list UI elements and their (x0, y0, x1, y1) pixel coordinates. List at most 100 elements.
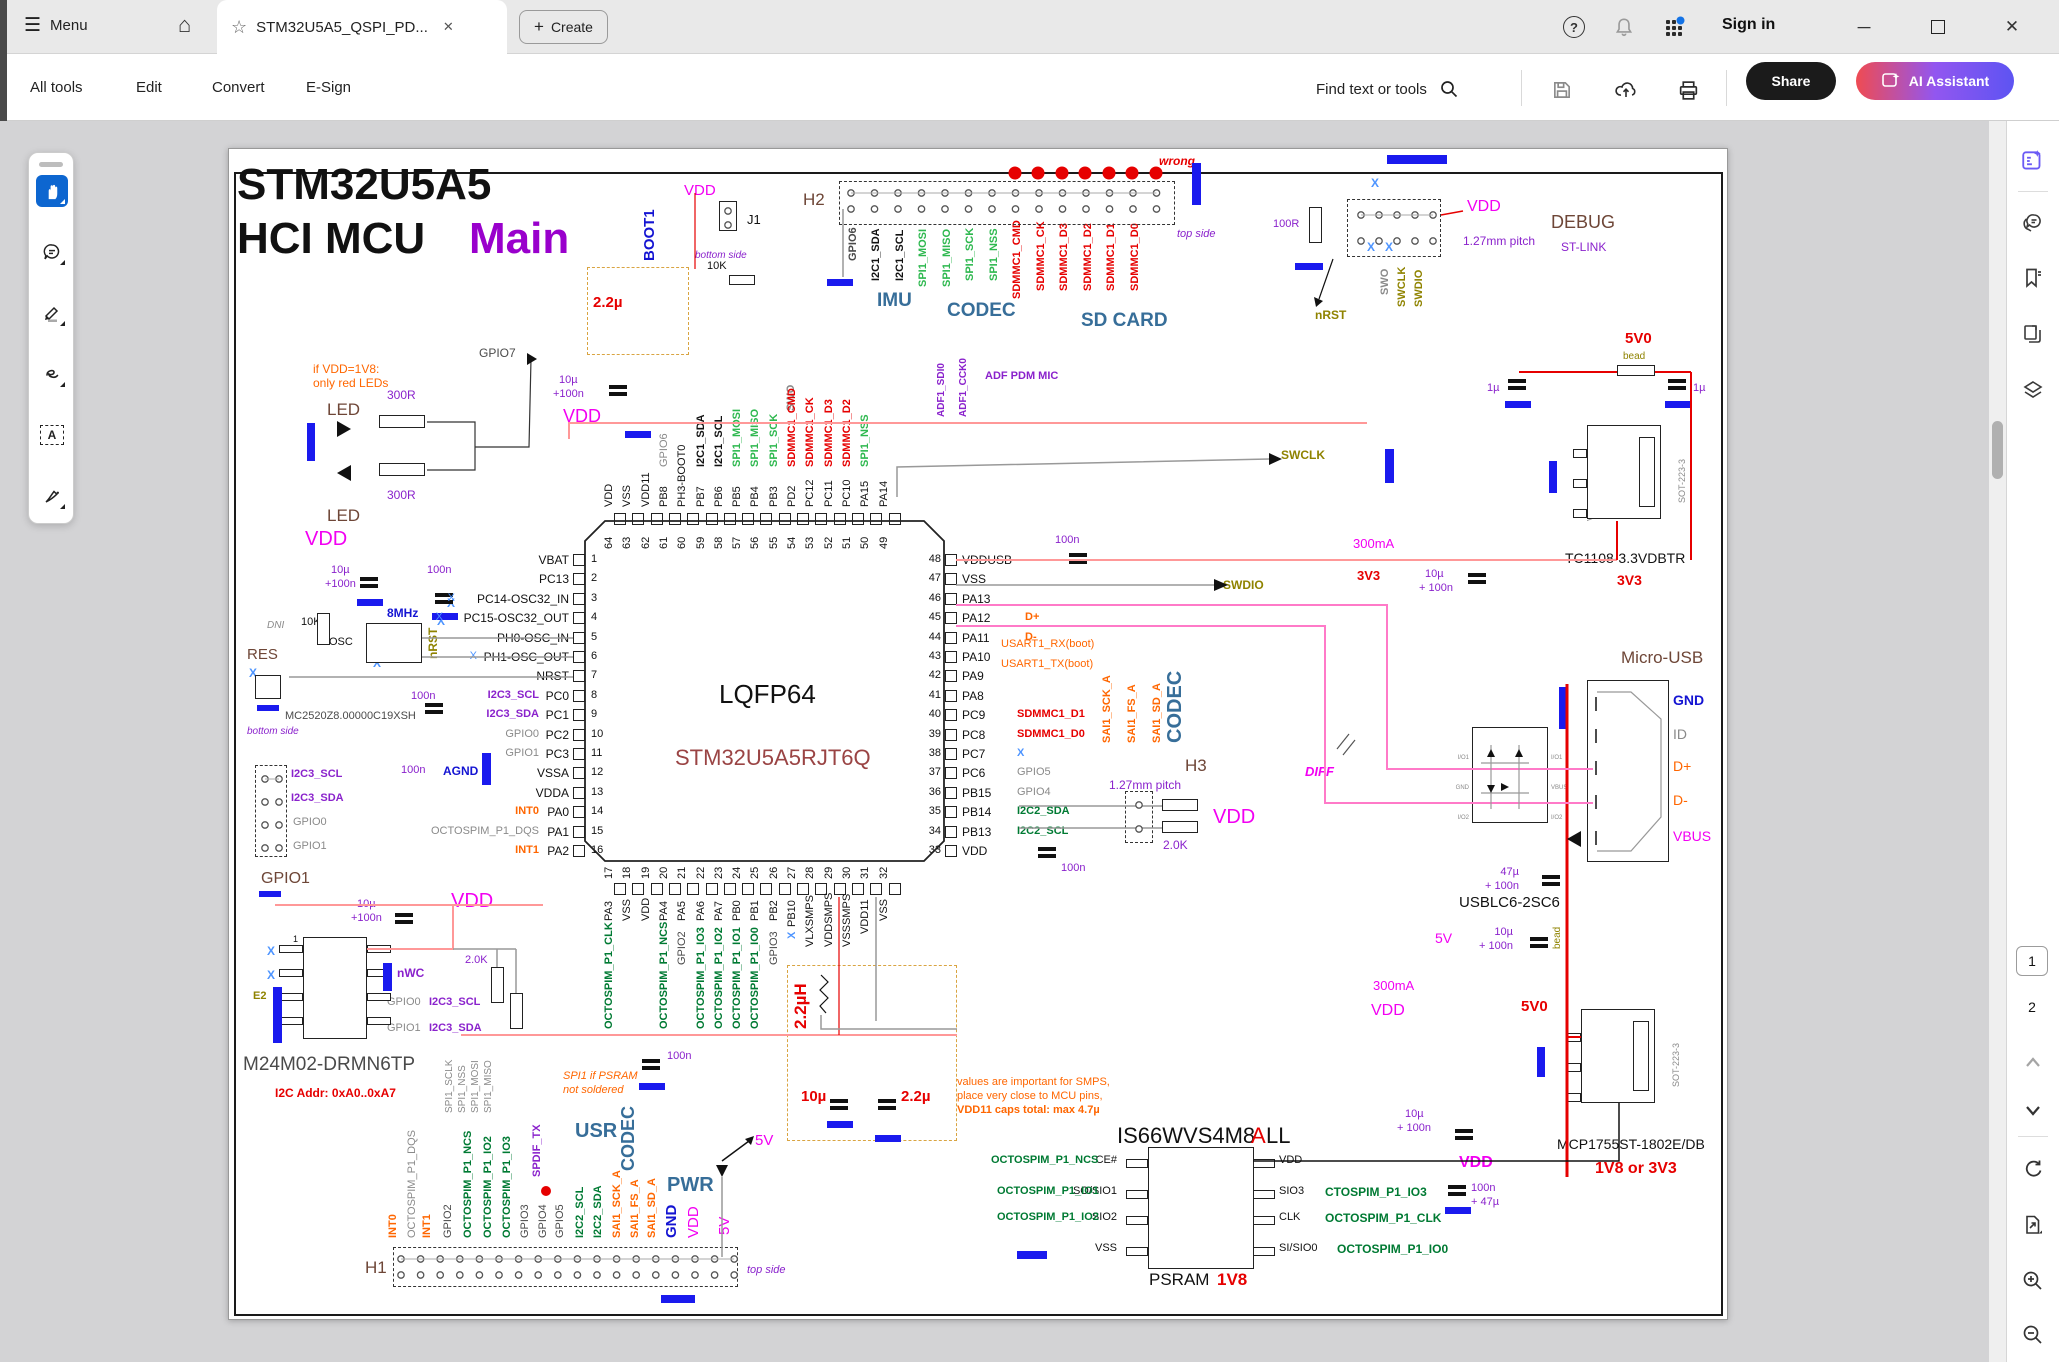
component-outline (1617, 365, 1655, 376)
schematic-label: PC7 (962, 747, 986, 761)
cloud-upload-icon[interactable] (1612, 76, 1640, 104)
bookmarks-icon[interactable] (2019, 264, 2047, 292)
highlight-tool-button[interactable] (36, 297, 68, 329)
document-tab[interactable]: ☆ STM32U5A5_QSPI_PD... ✕ (217, 0, 507, 54)
schematic-label: 37 (928, 766, 941, 779)
schematic-label: 5 (591, 630, 598, 643)
schematic-label: 6 (591, 650, 598, 662)
schematic-label: X (1371, 176, 1380, 190)
schematic-label: PSRAM (1149, 1270, 1210, 1289)
home-icon[interactable]: ⌂ (178, 12, 192, 37)
schematic-label: VDD (563, 406, 602, 426)
schematic-label: 2 (591, 572, 598, 585)
page-thumbnails-icon[interactable] (2019, 320, 2047, 348)
create-button[interactable]: + Create (519, 10, 608, 44)
share-button[interactable]: Share (1746, 62, 1836, 100)
find-text-search[interactable]: Find text or tools (1316, 79, 1459, 99)
sign-tool-button[interactable] (36, 480, 68, 512)
previous-page-chevron-icon[interactable] (2019, 1049, 2047, 1077)
close-button[interactable]: ✕ (2004, 17, 2020, 36)
star-icon[interactable]: ☆ (231, 16, 248, 37)
schematic-label: H1 (365, 1258, 387, 1277)
zoom-out-icon[interactable] (2019, 1321, 2047, 1349)
schematic-label: OCTOSPIM_P1_CLK (603, 922, 615, 1029)
comment-tool-button[interactable] (36, 236, 68, 268)
capacitor-symbol (1038, 854, 1056, 858)
tab-close-icon[interactable]: ✕ (442, 19, 454, 34)
capacitor-symbol (830, 1099, 848, 1103)
power-flag (1665, 401, 1691, 408)
schematic-label: 100n (1471, 1182, 1496, 1194)
fit-page-icon[interactable] (2019, 1211, 2047, 1239)
current-page-box[interactable]: 1 (2016, 946, 2048, 976)
sign-in-button[interactable]: Sign in (1722, 16, 1776, 33)
print-icon[interactable] (1674, 76, 1702, 104)
ai-summary-icon[interactable] (2019, 147, 2047, 175)
component-outline (1639, 437, 1655, 507)
component-outline (1573, 479, 1587, 488)
tab-edit[interactable]: Edit (136, 79, 162, 96)
minimize-button[interactable]: ─ (1857, 16, 1871, 37)
schematic-label: I2C Addr: 0xA0..0xA7 (275, 1086, 396, 1100)
draw-tool-button[interactable] (36, 358, 68, 390)
menu-button[interactable]: ☰ Menu (24, 15, 88, 36)
schematic-label: 29 (822, 866, 835, 879)
page-two-thumbnail[interactable]: 2 (2028, 999, 2036, 1015)
schematic-label: 8MHz (387, 606, 419, 620)
scrollbar-thumb[interactable] (1992, 421, 2003, 479)
component-outline (1162, 821, 1198, 833)
schematic-label: CODEC (1164, 670, 1186, 743)
schematic-label: 1 (591, 553, 598, 565)
mcu-pin (945, 728, 957, 741)
schematic-label: 2.0K (1163, 838, 1188, 852)
schematic-label: RES (247, 646, 278, 663)
schematic-label: I/O1 (1551, 755, 1563, 761)
plus-icon: + (534, 17, 544, 36)
vertical-scrollbar[interactable] (1989, 121, 2006, 1362)
schematic-label: bead (1623, 351, 1646, 362)
tab-esign[interactable]: E-Sign (306, 79, 352, 96)
schematic-label: VDD (1371, 1002, 1405, 1019)
notifications-bell-icon[interactable] (1610, 13, 1638, 41)
power-flag (827, 1121, 853, 1128)
window-edge (0, 0, 7, 121)
tab-all-tools[interactable]: All tools (30, 79, 83, 96)
ai-assistant-button[interactable]: AI Assistant (1856, 62, 2014, 100)
power-flag (1192, 163, 1201, 205)
schematic-label: 28 (804, 866, 817, 879)
schematic-label: 31 (859, 866, 872, 879)
schematic-label: PB1 (749, 900, 762, 921)
save-icon[interactable] (1548, 76, 1576, 104)
schematic-label: GPIO6 (657, 433, 670, 467)
schematic-label: 10µ (1494, 926, 1513, 938)
comments-panel-icon[interactable] (2019, 209, 2047, 237)
component-outline (1126, 1190, 1148, 1199)
zoom-in-icon[interactable] (2019, 1267, 2047, 1295)
mcu-pin (705, 883, 718, 895)
capacitor-symbol (1542, 875, 1560, 879)
layers-icon[interactable] (2019, 377, 2047, 405)
schematic-label: USR (575, 1120, 618, 1142)
search-icon (1441, 81, 1457, 98)
schematic-label: 3V3 (1357, 568, 1381, 583)
hand-tool-button[interactable] (36, 175, 68, 207)
mcu-pin (815, 883, 828, 895)
schematic-label: SPI1_SCK (964, 227, 976, 281)
rotate-page-icon[interactable] (2019, 1156, 2047, 1184)
maximize-button[interactable] (1924, 13, 1952, 41)
tab-convert[interactable]: Convert (212, 79, 265, 96)
help-icon[interactable]: ? (1560, 13, 1588, 41)
panel-drag-handle[interactable] (39, 162, 63, 167)
apps-grid-icon[interactable] (1660, 13, 1688, 41)
mcu-pin (945, 670, 957, 683)
schematic-label: GPIO0 (387, 996, 421, 1008)
schematic-label: VDD11 caps total: max 4.7µ (957, 1104, 1100, 1116)
add-text-tool-button[interactable]: A (36, 419, 68, 451)
power-flag (273, 1015, 282, 1043)
schematic-label: CTOSPIM_P1_IO3 (1325, 1185, 1427, 1199)
schematic-label: PC10 (840, 479, 853, 507)
schematic-label: 56 (749, 536, 762, 549)
next-page-chevron-icon[interactable] (2019, 1096, 2047, 1124)
schematic-label: VDD (305, 528, 348, 550)
power-flag (383, 963, 392, 991)
